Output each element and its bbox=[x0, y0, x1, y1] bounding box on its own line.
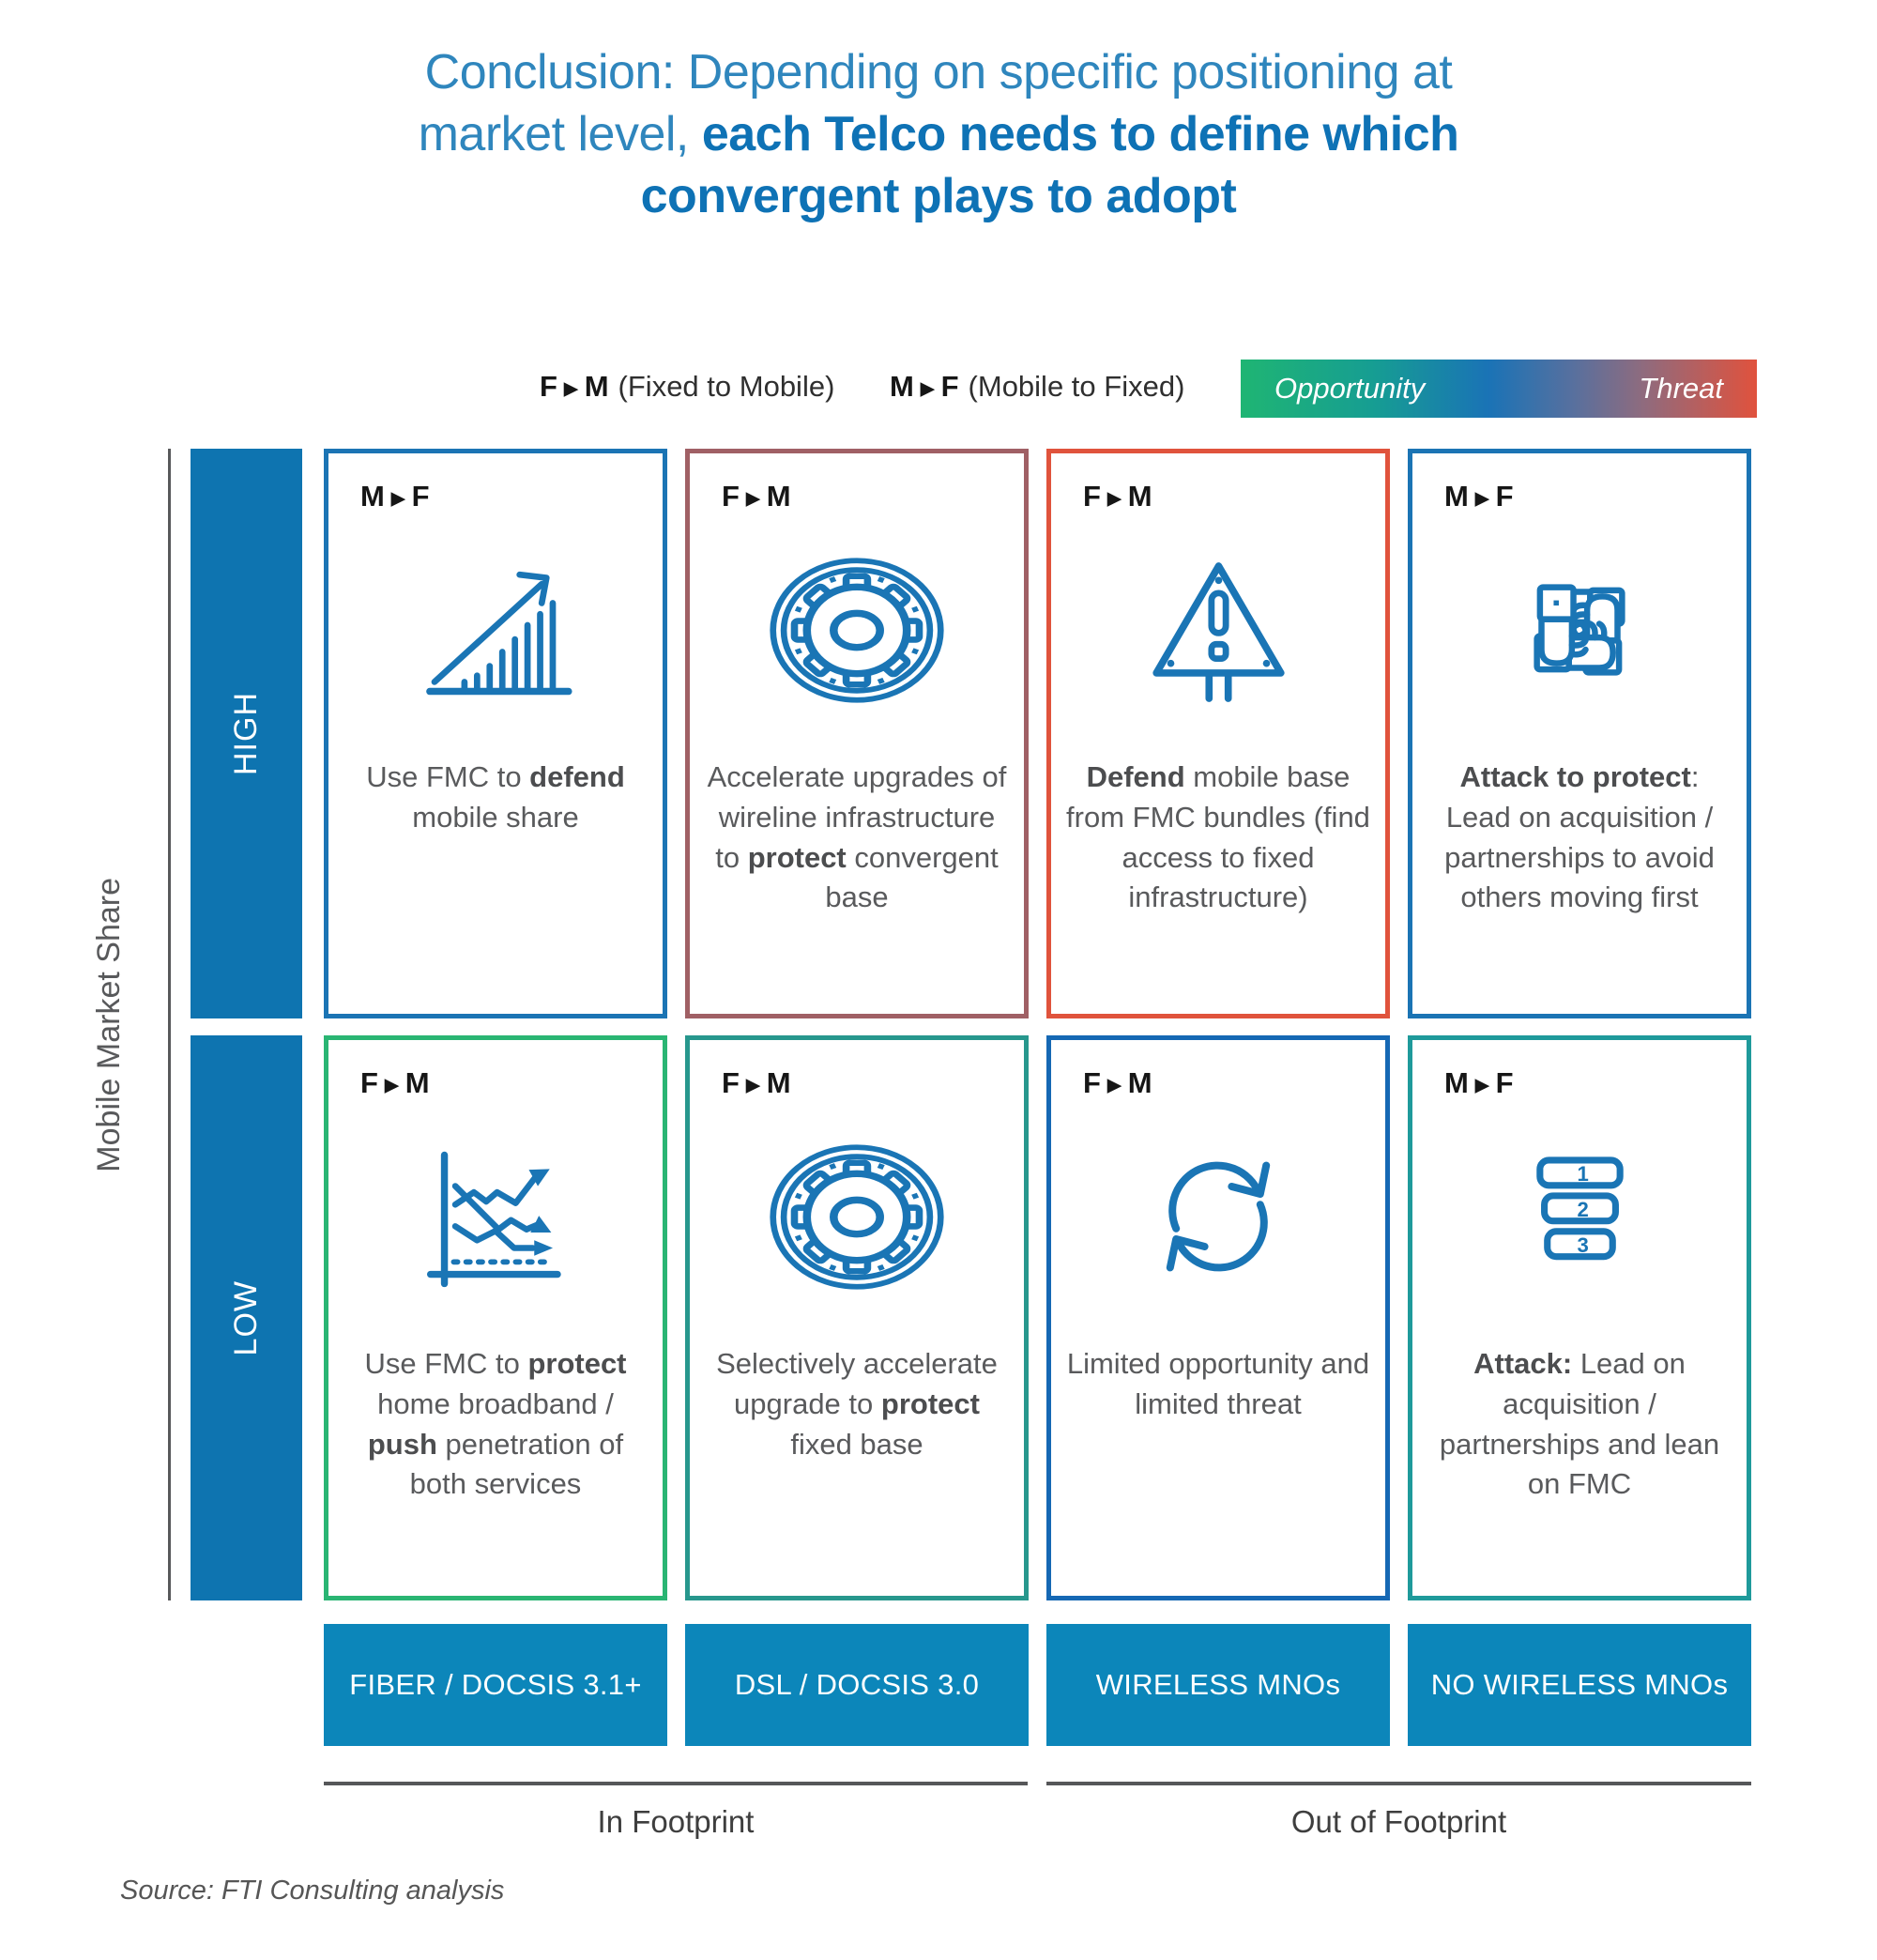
card-high-fiber: M▶F Use FMC to defend mobile share bbox=[324, 449, 667, 1018]
svg-text:3: 3 bbox=[1577, 1233, 1588, 1257]
card-text: Accelerate upgrades of wireline infrastr… bbox=[707, 760, 1007, 914]
card-low-no-wireless-mnos: M▶F 1 2 3 Attack: Lead on acquisition / … bbox=[1408, 1035, 1751, 1600]
arrow-right-icon: ▶ bbox=[1106, 1076, 1122, 1095]
priority-list-icon: 1 2 3 bbox=[1535, 1156, 1624, 1261]
direction-tag: F▶M bbox=[722, 1066, 791, 1099]
out-footprint-line bbox=[1046, 1782, 1751, 1785]
legend-fm-desc: (Fixed to Mobile) bbox=[618, 370, 835, 403]
card-low-dsl: F▶M Selectively accelerate upgrade to pr… bbox=[685, 1035, 1029, 1600]
card-text: Defend mobile base from FMC bundles (fin… bbox=[1066, 760, 1370, 914]
direction-tag: M▶F bbox=[360, 480, 430, 513]
arrow-right-icon: ▶ bbox=[745, 489, 760, 509]
growth-chart-icon bbox=[425, 571, 572, 696]
direction-tag: M▶F bbox=[1444, 480, 1514, 513]
gear-icon bbox=[770, 557, 944, 703]
card-high-wireless-mnos: F▶M Defend mobile base from FMC bundles … bbox=[1046, 449, 1390, 1018]
card-icon-box bbox=[1495, 540, 1664, 720]
arrow-right-icon: ▶ bbox=[745, 1076, 760, 1095]
row-label-high: HIGH bbox=[191, 449, 302, 1018]
arrow-right-icon: ▶ bbox=[1474, 489, 1489, 509]
legend-fm-abbr: F▶M bbox=[540, 370, 609, 403]
source-note: Source: FTI Consulting analysis bbox=[120, 1876, 505, 1906]
legend-fixed-to-mobile: F▶M (Fixed to Mobile) bbox=[540, 370, 834, 404]
card-text: Attack: Lead on acquisition / partnershi… bbox=[1439, 1347, 1720, 1501]
direction-tag: F▶M bbox=[1083, 1066, 1152, 1099]
card-icon-box bbox=[768, 1126, 946, 1307]
column-header-2: WIRELESS MNOs bbox=[1046, 1624, 1390, 1746]
card-icon-box bbox=[1137, 540, 1301, 720]
direction-tag: F▶M bbox=[722, 480, 791, 513]
legend-mf-desc: (Mobile to Fixed) bbox=[968, 370, 1185, 403]
card-text: Limited opportunity and limited threat bbox=[1066, 1347, 1370, 1420]
trend-lines-icon bbox=[426, 1151, 561, 1287]
y-axis-line bbox=[168, 449, 171, 1600]
sync-arrows-icon bbox=[1166, 1161, 1271, 1272]
opportunity-threat-gradient-bar: Opportunity Threat bbox=[1241, 360, 1757, 418]
opportunity-label: Opportunity bbox=[1274, 372, 1426, 405]
card-text: Use FMC to defend mobile share bbox=[366, 760, 625, 834]
svg-text:1: 1 bbox=[1577, 1162, 1588, 1186]
card-high-dsl: F▶M Accelerate upgrades of wireline infr… bbox=[685, 449, 1029, 1018]
out-footprint-label: Out of Footprint bbox=[1290, 1804, 1507, 1839]
in-footprint-line bbox=[324, 1782, 1028, 1785]
page-title: Conclusion: Depending on specific positi… bbox=[347, 41, 1530, 227]
arrow-right-icon: ▶ bbox=[563, 379, 578, 399]
threat-label: Threat bbox=[1639, 372, 1723, 405]
row-label-low: LOW bbox=[191, 1035, 302, 1600]
arrow-right-icon: ▶ bbox=[920, 379, 935, 399]
card-icon-box bbox=[409, 540, 583, 720]
y-axis-label: Mobile Market Share bbox=[90, 877, 127, 1172]
legend-mobile-to-fixed: M▶F (Mobile to Fixed) bbox=[890, 370, 1184, 404]
arrow-right-icon: ▶ bbox=[1106, 489, 1122, 509]
card-text: Attack to protect: Lead on acquisition /… bbox=[1444, 760, 1715, 914]
arrow-right-icon: ▶ bbox=[384, 1076, 399, 1095]
card-high-no-wireless-mnos: M▶F Attack to protect: Lead on acquisiti… bbox=[1408, 449, 1751, 1018]
title-line: market level, each Telco needs to define… bbox=[418, 107, 1459, 162]
title-line: Conclusion: Depending on specific positi… bbox=[424, 45, 1453, 100]
card-icon-box bbox=[768, 540, 946, 720]
card-text: Selectively accelerate upgrade to protec… bbox=[716, 1347, 998, 1461]
card-text: Use FMC to protect home broadband / push… bbox=[364, 1347, 627, 1501]
legend-mf-abbr: M▶F bbox=[890, 370, 959, 403]
direction-tag: F▶M bbox=[1083, 480, 1152, 513]
direction-tag: M▶F bbox=[1444, 1066, 1514, 1099]
hands-unity-icon bbox=[1534, 584, 1625, 676]
warning-sign-icon bbox=[1152, 562, 1285, 702]
card-low-wireless-mnos: F▶M Limited opportunity and limited thre… bbox=[1046, 1035, 1390, 1600]
arrow-right-icon: ▶ bbox=[1474, 1076, 1489, 1095]
column-header-1: DSL / DOCSIS 3.0 bbox=[685, 1624, 1029, 1746]
card-icon-box bbox=[1138, 1126, 1298, 1307]
column-header-0: FIBER / DOCSIS 3.1+ bbox=[324, 1624, 667, 1746]
gear-icon bbox=[770, 1143, 944, 1290]
direction-tag: F▶M bbox=[360, 1066, 430, 1099]
in-footprint-label: In Footprint bbox=[597, 1804, 755, 1839]
arrow-right-icon: ▶ bbox=[390, 489, 405, 509]
svg-text:2: 2 bbox=[1577, 1198, 1588, 1221]
column-header-3: NO WIRELESS MNOs bbox=[1408, 1624, 1751, 1746]
card-icon-box bbox=[411, 1126, 580, 1307]
card-low-fiber: F▶M Use FMC to protect home broadband / … bbox=[324, 1035, 667, 1600]
card-icon-box: 1 2 3 bbox=[1503, 1126, 1657, 1307]
title-line: convergent plays to adopt bbox=[640, 169, 1237, 224]
